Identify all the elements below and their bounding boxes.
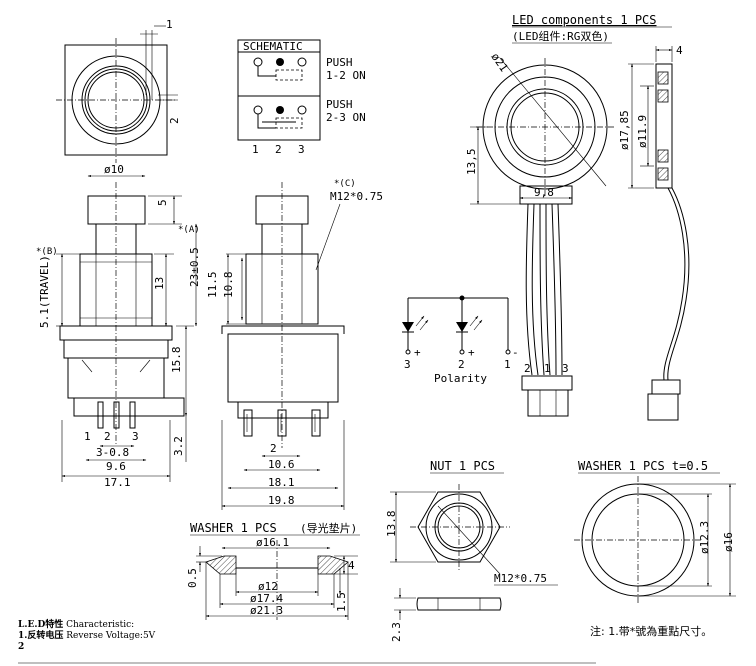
key-dimension-note: 注: 1.带*號為重點尺寸。 [590,625,713,638]
schematic-on-2: 2-3 ON [326,111,366,124]
led-connector [521,375,573,391]
polarity-pin-2: 2 [458,358,465,371]
led-dim-4: 4 [676,44,683,57]
washer2-dim-174: ø17.4 [250,592,283,605]
schematic-push-1: PUSH [326,56,353,69]
led-title: LED components 1 PCS [512,13,657,27]
washer2-dim-161: ø16.1 [256,536,289,549]
washer1-dim-123: ø12.3 [698,521,711,554]
side-view: *(C) M12*0.75 11.5 10.8 2 10.6 18.1 19.8 [206,179,383,510]
nut-dim-23: 2.3 [390,622,403,642]
front-dim-pins: 3-0.8 [96,446,129,459]
front-pin-2: 2 [104,430,111,443]
nut: NUT 1 PCS 13.8 M12*0.75 2.3 [385,459,558,642]
polarity-plus-2: + [468,346,475,359]
washer-2: WASHER 1 PCS (导光垫片) ø16.1 0.5 4 ø12 ø17.… [186,521,360,620]
notes-line2-rest: Reverse Voltage:5V [63,631,156,641]
front-dim-width: ø10 [104,163,124,176]
led-characteristics-notes: L.E.D特性 Characteristic: 1.反转电压 Reverse V… [18,620,155,653]
washer2-dim-4: 4 [348,559,355,572]
notes-line2-bold: 1.反转电压 [18,631,64,641]
led-components: LED components 1 PCS (LED组件:RG双色) ø21 9,… [402,13,690,421]
washer-1: WASHER 1 PCS t=0.5 ø12.3 ø16 [574,459,736,604]
schematic-pin-2: 2 [275,143,282,156]
polarity-label: Polarity [434,372,487,385]
led-dim-119: ø11.9 [636,115,649,148]
notes-line3: 2 [18,642,25,652]
top-view: 1 2 [56,18,181,163]
washer1-dim-16: ø16 [722,532,735,552]
schematic-pin-1: 1 [252,143,259,156]
led-dim-98: 9,8 [534,186,554,199]
polarity-minus: - [512,346,519,359]
front-view: ø10 1 2 3 3-0.8 9.6 17.1 5 * [36,163,201,489]
front-dim-96: 9.6 [106,460,126,473]
washer2-section-left [205,555,237,575]
nut-dim-138: 13.8 [385,511,398,538]
side-body-lower [227,333,339,403]
washer2-dim-213: ø21.3 [250,604,283,617]
front-dim-13: 13 [153,277,166,290]
side-dim-198: 19.8 [268,494,295,507]
nut-thread: M12*0.75 [494,572,547,585]
front-mark-a: *(A) [178,225,200,235]
nut-title: NUT 1 PCS [430,459,495,473]
polarity-plus-1: + [414,346,421,359]
side-dim-106: 10.6 [268,458,295,471]
front-button-cap [87,195,146,225]
schematic-on-1: 1-2 ON [326,69,366,82]
top-dim-side: 1 [166,18,173,31]
side-dim-181: 18.1 [268,476,295,489]
front-dim-171: 17.1 [104,476,131,489]
led-subtitle: (LED组件:RG双色) [512,29,609,43]
washer2-title-cn: (导光垫片) [300,521,357,535]
side-mark-c: *(C) [334,179,356,189]
front-pin-1: 1 [84,430,91,443]
washer1-title: WASHER 1 PCS t=0.5 [578,459,708,473]
side-dim-108: 10.8 [222,272,235,299]
led-side-profile [655,63,673,189]
led-dim-1785: ø17,85 [618,110,631,150]
washer2-title: WASHER 1 PCS [190,521,277,535]
schematic-frame [237,39,321,141]
washer2-dim-12: ø12 [258,580,278,593]
notes-line1-bold: L.E.D特性 [18,620,64,630]
led-wire-3: 3 [562,362,569,375]
led-dim-21: ø21 [488,50,510,74]
front-dim-travel: 5.1(TRAVEL) [38,255,51,328]
schematic: SCHEMATIC PUSH 1-2 ON PUSH 2-3 ON 1 2 3 [237,39,366,156]
side-dim-2: 2 [270,442,277,455]
polarity-pin-1: 1 [504,358,511,371]
front-mark-b: *(B) [36,247,58,257]
led-dim-135: 13,5 [465,149,478,176]
front-pin-3: 3 [132,430,139,443]
front-dim-158: 15.8 [170,347,183,374]
washer2-dim-05: 0.5 [186,568,199,588]
notes-line1-rest: Characteristic: [63,620,135,630]
led-polarity: + + - 3 2 1 Polarity [402,295,519,385]
side-dim-115: 11.5 [206,272,219,299]
led-wire-2: 2 [524,362,531,375]
washer2-dim-15: 1.5 [335,592,348,612]
schematic-title: SCHEMATIC [243,40,303,53]
washer2-section-right [317,555,349,575]
led-wire-1: 1 [544,362,551,375]
front-dim-32: 3.2 [172,436,185,456]
front-dim-5: 5 [156,199,169,206]
polarity-pin-3: 3 [404,358,411,371]
side-thread: M12*0.75 [330,190,383,203]
top-dim-corner: 2 [168,117,181,124]
front-dim-height: 23±0.5 [188,247,201,287]
schematic-push-2: PUSH [326,98,353,111]
schematic-pin-3: 3 [298,143,305,156]
